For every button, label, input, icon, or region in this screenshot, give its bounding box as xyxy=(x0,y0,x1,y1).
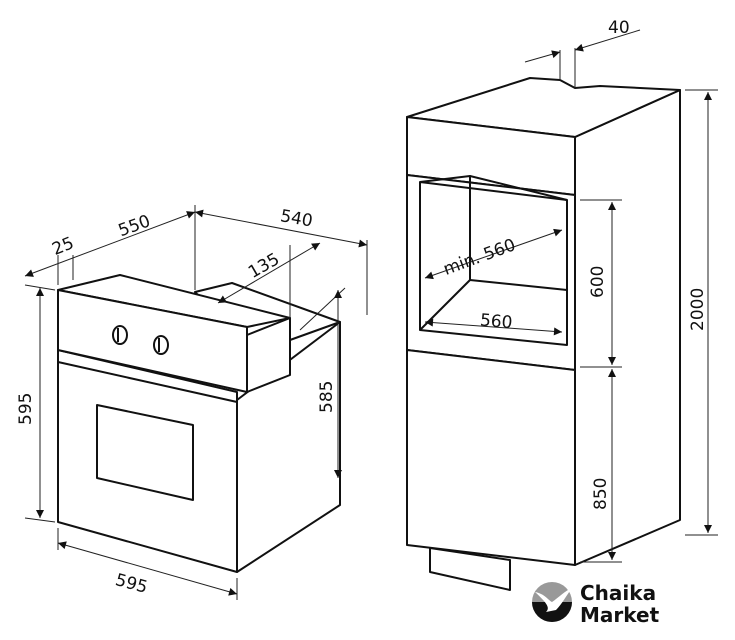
dim-niche-height: 600 xyxy=(588,266,608,298)
control-panel xyxy=(57,289,248,393)
chaika-market-logo: Chaika Market xyxy=(532,581,660,627)
oven-dimension-lines xyxy=(24,205,368,600)
door-top-edge xyxy=(57,361,238,403)
cabinet-drawing xyxy=(406,77,681,591)
dim-rear-offset: 135 xyxy=(245,249,283,283)
dim-oven-height: 595 xyxy=(16,393,36,425)
dim-oven-width: 595 xyxy=(113,570,150,598)
cabinet-plinth xyxy=(429,547,511,591)
oven-drawing xyxy=(57,274,341,573)
cabinet-lower-door xyxy=(406,349,576,566)
seagull-icon xyxy=(535,588,572,612)
oven-window xyxy=(96,404,194,501)
niche-back xyxy=(419,175,471,331)
logo-line2: Market xyxy=(580,603,660,627)
dim-body-depth: 540 xyxy=(279,206,314,231)
knob-icon xyxy=(153,335,169,355)
logo-line1: Chaika xyxy=(580,581,656,605)
dim-base-height: 850 xyxy=(591,478,611,510)
knob-icon xyxy=(112,325,128,345)
dim-niche-width: 560 xyxy=(479,310,513,333)
cabinet-dimension-lines xyxy=(424,29,718,563)
dim-body-height: 585 xyxy=(317,381,337,413)
dim-total-height: 2000 xyxy=(688,288,708,331)
dim-total-depth: 550 xyxy=(116,211,153,241)
dim-vent-gap: 40 xyxy=(608,18,630,38)
cabinet-top xyxy=(406,77,681,138)
